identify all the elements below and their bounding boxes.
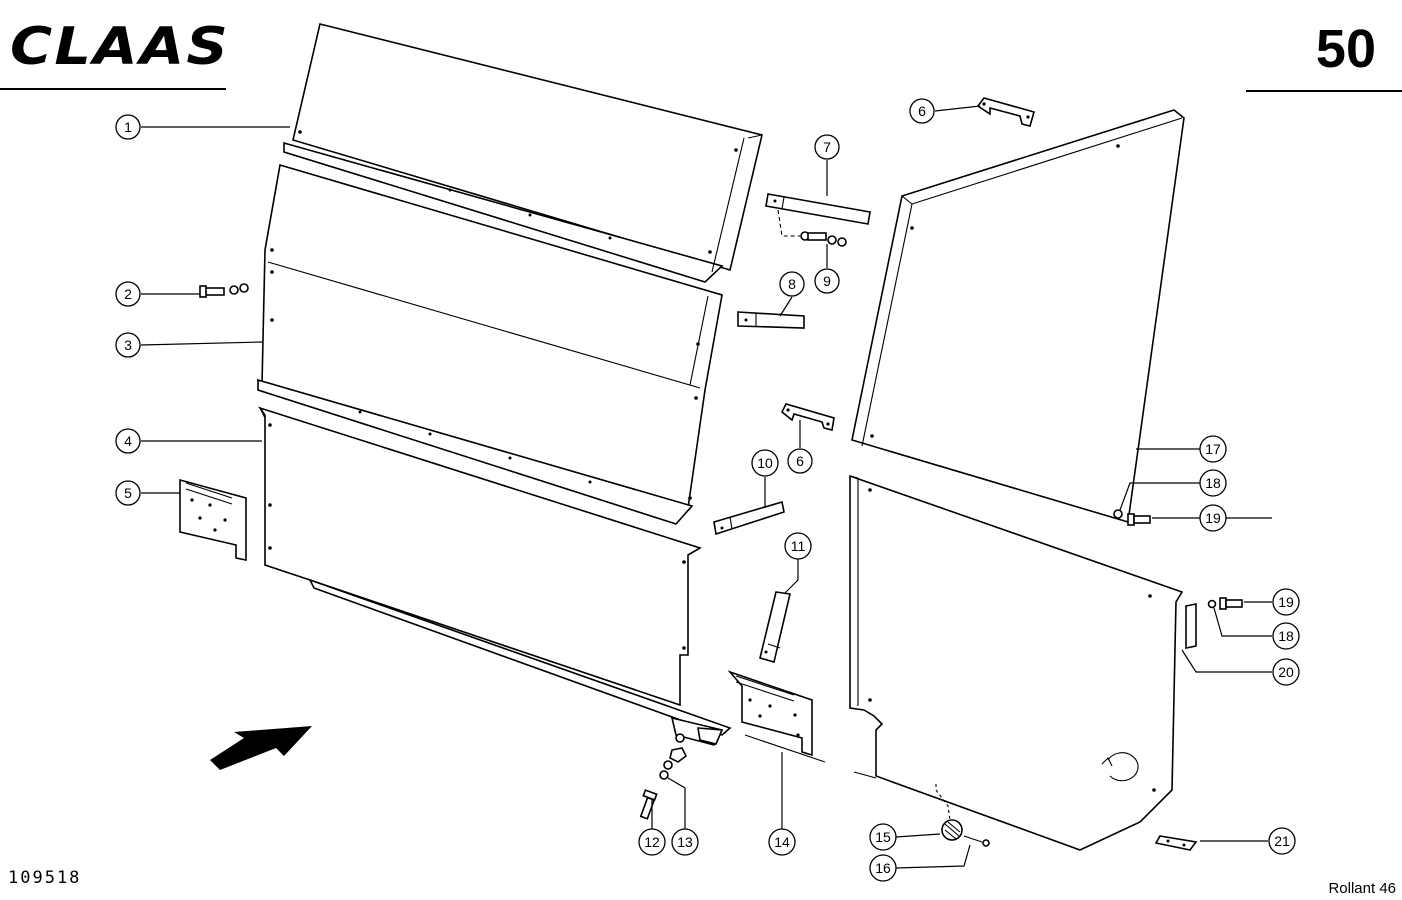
callout-18-lower: 18	[1272, 622, 1300, 650]
part-12-bolt	[639, 789, 658, 820]
part-18-washer-lower	[1207, 599, 1217, 609]
page-number: 50	[1315, 19, 1376, 79]
callout-5: 5	[115, 480, 141, 506]
svg-text:6: 6	[796, 453, 804, 469]
callout-8: 8	[779, 271, 805, 297]
part-6-bracket-middle	[780, 403, 835, 431]
svg-text:17: 17	[1205, 441, 1221, 457]
svg-text:20: 20	[1278, 664, 1294, 680]
svg-text:18: 18	[1205, 475, 1221, 491]
part-17-upper-right-panel	[851, 109, 1185, 524]
part-21-plate	[1154, 835, 1198, 851]
part-19-bolt-lower	[1219, 597, 1243, 610]
svg-text:14: 14	[774, 834, 790, 850]
brand-logo-text: CLAAS	[10, 17, 230, 74]
callout-1: 1	[115, 114, 141, 140]
part-4-lower-panel	[257, 406, 732, 746]
part-8-strap	[737, 311, 805, 329]
callout-7: 7	[814, 134, 840, 160]
svg-text:11: 11	[791, 538, 806, 554]
callout-19-lower: 19	[1272, 588, 1300, 616]
callout-16: 16	[869, 854, 897, 882]
callout-6-middle: 6	[787, 448, 813, 474]
svg-text:6: 6	[918, 103, 926, 119]
callout-3: 3	[115, 332, 141, 358]
part-20-lower-right-panel	[849, 474, 1197, 851]
svg-text:4: 4	[124, 433, 132, 449]
svg-text:2: 2	[124, 286, 132, 302]
part-9-bolt-washers	[777, 209, 847, 247]
part-3-middle-panel	[257, 163, 723, 525]
drawing-id: 109518	[8, 868, 82, 888]
svg-text:9: 9	[823, 273, 831, 289]
part-15-plug	[935, 784, 963, 841]
part-5-left-bracket	[179, 478, 247, 561]
part-6-bracket-top	[976, 97, 1035, 127]
callout-20: 20	[1272, 658, 1300, 686]
svg-text:8: 8	[788, 276, 796, 292]
header-rule-right	[1246, 90, 1402, 92]
callout-12: 12	[638, 828, 666, 856]
callout-21: 21	[1268, 827, 1296, 855]
svg-text:3: 3	[124, 337, 132, 353]
model-name: Rollant 46	[1328, 880, 1396, 897]
callout-6-top: 6	[909, 98, 935, 124]
part-2-bolt	[199, 283, 249, 298]
callout-14: 14	[768, 828, 796, 856]
callout-15: 15	[869, 823, 897, 851]
svg-text:12: 12	[644, 834, 660, 850]
callout-17: 17	[1199, 435, 1227, 463]
svg-text:7: 7	[823, 139, 831, 155]
part-19-bolt-upper	[1127, 513, 1151, 526]
part-13-washers-nut	[659, 733, 688, 780]
svg-text:5: 5	[124, 485, 132, 501]
travel-direction-arrow	[210, 726, 312, 770]
svg-text:19: 19	[1278, 594, 1294, 610]
callout-18-upper: 18	[1199, 469, 1227, 497]
part-14-bracket	[727, 670, 826, 763]
part-1-top-panel	[283, 23, 763, 283]
part-11-strap	[759, 591, 791, 663]
callout-10: 10	[751, 449, 779, 477]
svg-text:15: 15	[875, 829, 891, 845]
callout-4: 4	[115, 428, 141, 454]
part-16-pin	[963, 835, 990, 847]
callout-19-upper: 19	[1199, 504, 1227, 532]
part-10-strap	[713, 500, 785, 536]
callout-11: 11	[784, 532, 812, 560]
svg-text:1: 1	[124, 119, 132, 135]
part-7-strap	[765, 193, 871, 225]
callout-2: 2	[115, 281, 141, 307]
header-rule-left	[0, 88, 226, 90]
svg-text:21: 21	[1274, 833, 1290, 849]
svg-text:19: 19	[1205, 510, 1221, 526]
svg-text:13: 13	[677, 834, 693, 850]
svg-text:10: 10	[757, 455, 773, 471]
claas-logo: CLAAS	[10, 17, 230, 74]
part-18-washer-upper	[1113, 509, 1123, 519]
callout-13: 13	[671, 828, 699, 856]
svg-text:18: 18	[1278, 628, 1294, 644]
svg-text:16: 16	[875, 860, 891, 876]
callout-9: 9	[814, 268, 840, 294]
